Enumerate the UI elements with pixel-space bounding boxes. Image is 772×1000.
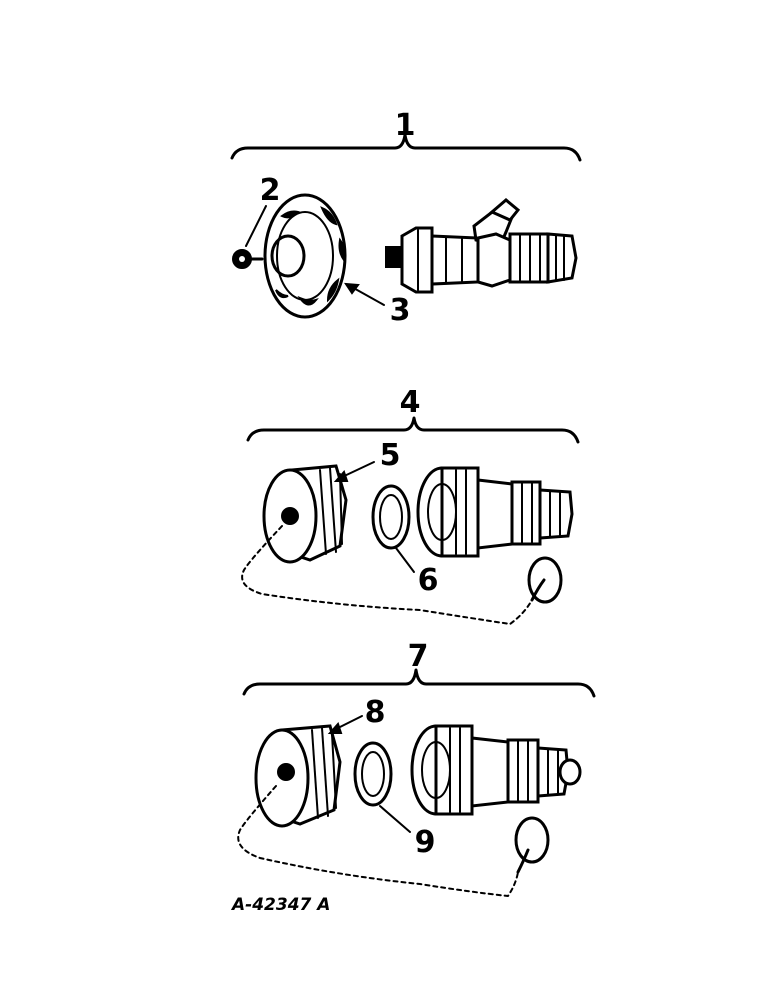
handwheel-part xyxy=(263,193,347,319)
callout-2: 2 xyxy=(260,173,281,208)
chain-part xyxy=(237,785,550,897)
dust-cap-part xyxy=(254,724,342,828)
bracket-1 xyxy=(230,133,582,162)
assembly-7: 7 8 9 xyxy=(237,639,596,897)
reference-code: A-42347 A xyxy=(230,895,330,915)
callout-7: 7 xyxy=(408,639,429,674)
callout-1: 1 xyxy=(395,108,416,143)
callout-4: 4 xyxy=(400,385,421,420)
bracket-7 xyxy=(242,668,596,698)
seal-ring-part xyxy=(371,484,411,550)
leader-9 xyxy=(379,805,411,833)
callout-5: 5 xyxy=(380,438,401,473)
leader-2 xyxy=(245,205,267,247)
leader-8-arrowhead xyxy=(327,722,343,734)
callout-8: 8 xyxy=(365,695,386,730)
assembly-1: 1 2 3 xyxy=(230,108,582,328)
callout-6: 6 xyxy=(418,563,439,598)
chain-part xyxy=(241,525,563,625)
coupler-body-part xyxy=(416,466,574,558)
screw-part xyxy=(232,249,264,269)
valve-body-part xyxy=(385,198,578,294)
dust-cap-part xyxy=(262,464,348,564)
leader-6 xyxy=(395,547,415,573)
coupler-body-part xyxy=(410,724,582,816)
seal-ring-part xyxy=(353,741,393,807)
assembly-4: 4 5 6 xyxy=(241,385,580,625)
bracket-4 xyxy=(246,416,580,444)
callout-3: 3 xyxy=(390,293,411,328)
callout-9: 9 xyxy=(415,825,436,860)
leader-3-arrowhead xyxy=(344,282,360,295)
leader-5-arrowhead xyxy=(333,470,349,482)
